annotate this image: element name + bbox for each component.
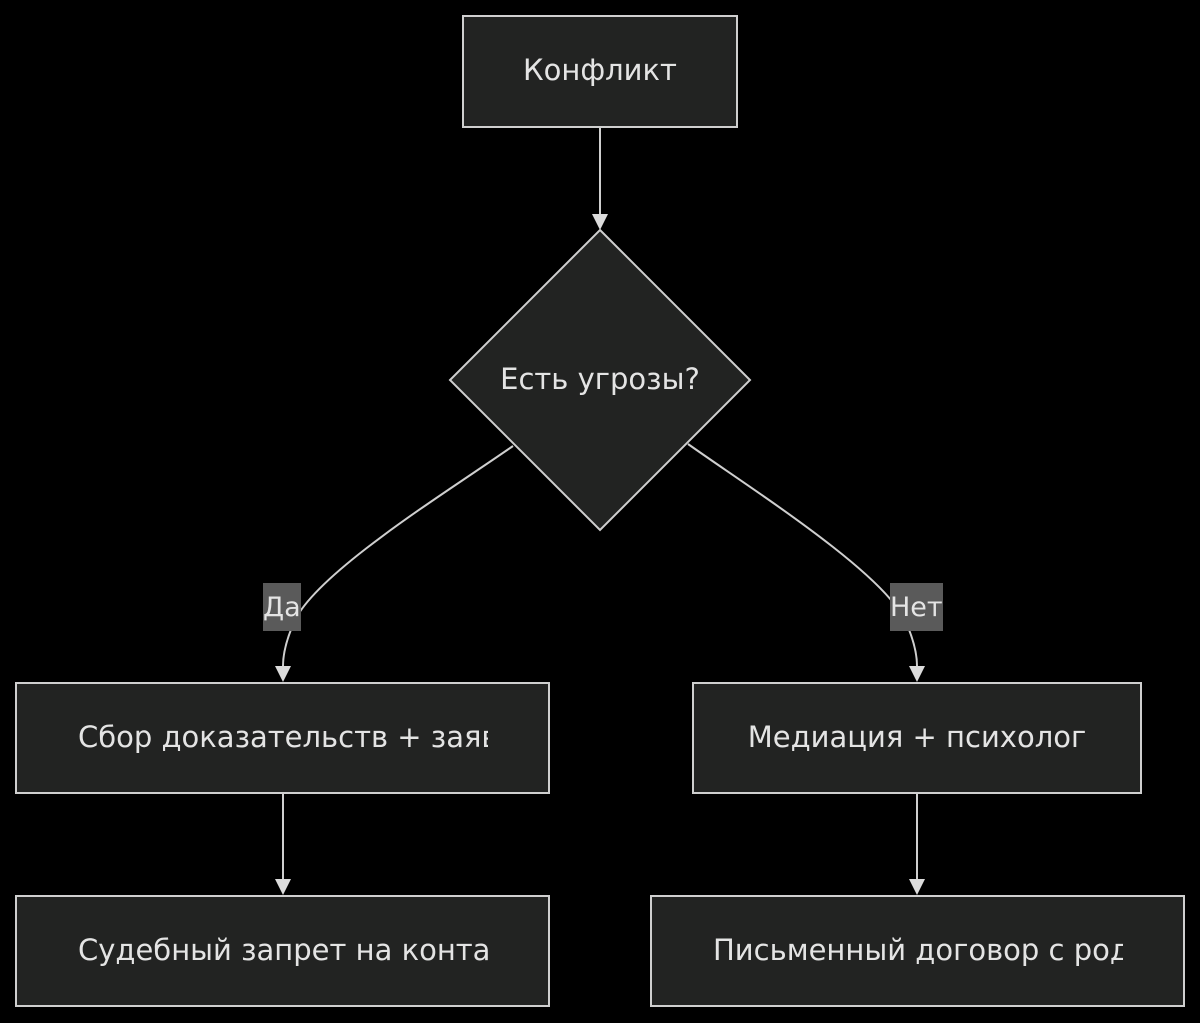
edge-label-no-text: Нет	[890, 592, 943, 623]
edge-mediation-to-agreement	[909, 794, 925, 895]
node-decision-label: Есть угрозы?	[500, 362, 700, 396]
node-court-order: Судебный запрет на контак	[15, 895, 550, 1007]
node-agreement-label: Письменный договор с род	[713, 933, 1130, 967]
node-court-order-label: Судебный запрет на контак	[78, 933, 508, 967]
arrowhead-icon	[275, 666, 291, 682]
arrowhead-icon	[909, 666, 925, 682]
node-decision: Есть угрозы?	[448, 228, 752, 532]
edge-label-yes: Да	[263, 583, 301, 631]
node-conflict-label: Конфликт	[523, 53, 677, 87]
edge-decision-to-evidence	[275, 445, 514, 682]
edge-label-yes-text: Да	[263, 592, 301, 623]
edge-conflict-to-decision	[592, 128, 608, 230]
node-mediation: Медиация + психолог	[692, 682, 1142, 794]
arrowhead-icon	[592, 214, 608, 230]
arrowhead-icon	[909, 879, 925, 895]
node-agreement: Письменный договор с род	[650, 895, 1185, 1007]
arrowhead-icon	[275, 879, 291, 895]
node-evidence-label: Сбор доказательств + заявл	[78, 720, 517, 754]
edge-decision-to-mediation	[687, 443, 925, 682]
edge-label-no: Нет	[890, 583, 943, 631]
node-conflict: Конфликт	[462, 15, 738, 128]
node-evidence: Сбор доказательств + заявл	[15, 682, 550, 794]
node-mediation-label: Медиация + психолог	[748, 720, 1086, 754]
edge-evidence-to-court-order	[275, 794, 291, 895]
